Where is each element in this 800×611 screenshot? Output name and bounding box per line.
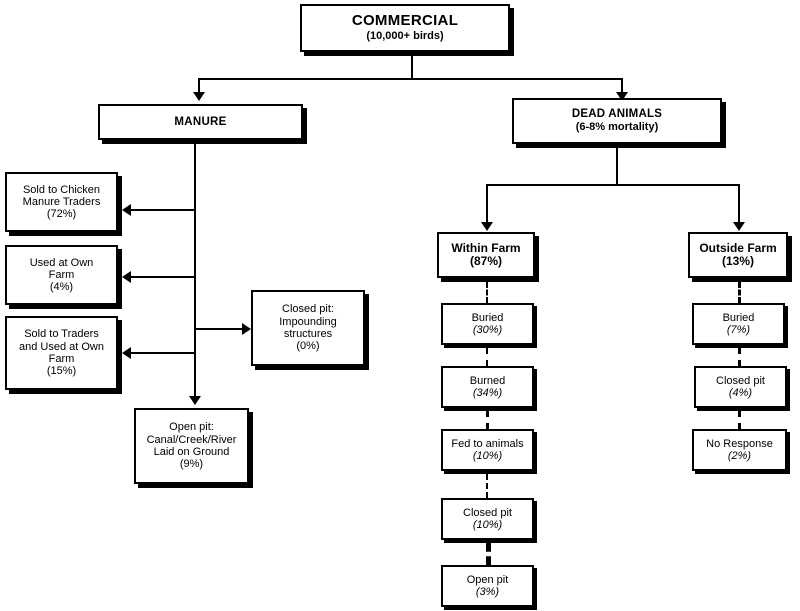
node-line-1: Open pit: <box>169 421 214 434</box>
connector-to-dead-animals <box>621 78 623 94</box>
node-line-3: structures <box>283 328 333 340</box>
node-value: (4%) <box>728 387 753 399</box>
arrow-to-sold-traders-own-farm-icon <box>122 347 131 359</box>
node-label: Closed pit <box>463 506 512 519</box>
node-line-2: Canal/Creek/River <box>146 433 237 446</box>
node-line-2: Manure Traders <box>22 195 101 208</box>
node-sold-to-traders-and-used-at-own-farm: Sold to Traders and Used at Own Farm (15… <box>5 316 118 390</box>
node-outside-farm-label: Outside Farm <box>699 240 777 255</box>
connector-outside-farm-to-buried <box>738 282 741 303</box>
connector-root-stem <box>411 52 413 79</box>
node-commercial-subtitle: (10,000+ birds) <box>366 30 444 43</box>
node-dead-animals-title: DEAD ANIMALS <box>571 108 663 121</box>
connector-to-within-farm <box>486 184 488 224</box>
node-label: Buried <box>471 311 504 324</box>
node-value: (7%) <box>726 324 751 336</box>
connector-fed-to-animals-to-closed-pit <box>486 474 488 498</box>
node-line-2: and Used at Own <box>19 340 104 353</box>
arrow-to-manure-icon <box>193 92 205 101</box>
node-label: No Response <box>706 437 773 450</box>
connector-manure-to-traders <box>131 209 195 211</box>
connector-manure-spine <box>194 141 196 399</box>
connector-dead-animals-stem <box>616 145 618 185</box>
node-value: (4%) <box>49 281 74 294</box>
node-outside-farm-no-response: No Response (2%) <box>692 429 787 471</box>
node-commercial: COMMERCIAL (10,000+ birds) <box>300 4 510 52</box>
arrow-to-used-at-own-farm-icon <box>122 271 131 283</box>
node-within-farm-burned: Burned (34%) <box>441 366 534 408</box>
connector-within-farm-to-buried <box>486 282 488 303</box>
node-within-farm-closed-pit: Closed pit (10%) <box>441 498 534 540</box>
connector-to-manure <box>198 78 200 94</box>
connector-dead-animals-split-bar <box>486 184 740 186</box>
node-outside-farm: Outside Farm (13%) <box>688 232 788 278</box>
connector-root-split-bar <box>198 78 623 80</box>
node-manure-title: MANURE <box>174 115 227 128</box>
connector-to-outside-farm <box>738 184 740 224</box>
node-value: (72%) <box>46 208 77 221</box>
connector-closed-pit-to-open-pit <box>486 543 491 565</box>
node-within-farm-buried: Buried (30%) <box>441 303 534 345</box>
node-label: Closed pit <box>716 374 765 387</box>
node-label: Open pit <box>466 573 509 586</box>
node-value: (3%) <box>475 586 500 598</box>
node-value: (0%) <box>296 340 320 353</box>
node-value: (2%) <box>727 450 752 462</box>
node-value: (30%) <box>472 324 503 336</box>
node-outside-farm-closed-pit: Closed pit (4%) <box>694 366 787 408</box>
connector-burned-to-fed-to-animals <box>486 411 489 429</box>
arrow-to-dead-animals-icon <box>616 92 628 101</box>
node-commercial-title: COMMERCIAL <box>351 12 459 30</box>
node-outside-farm-value: (13%) <box>721 254 754 268</box>
node-label: Fed to animals <box>451 437 524 450</box>
node-sold-to-chicken-manure-traders: Sold to Chicken Manure Traders (72%) <box>5 172 118 232</box>
node-dead-animals: DEAD ANIMALS (6-8% mortality) <box>512 98 722 144</box>
node-value: (10%) <box>472 519 503 531</box>
node-closed-pit-impounding-structures: Closed pit: Impounding structures (0%) <box>251 290 365 366</box>
node-line-3: Laid on Ground <box>153 446 230 458</box>
connector-manure-to-closed-pit <box>196 328 244 330</box>
arrow-to-outside-farm-icon <box>733 222 745 231</box>
node-value: (9%) <box>179 458 204 471</box>
node-used-at-own-farm: Used at Own Farm (4%) <box>5 245 118 305</box>
node-line-3: Farm <box>48 353 75 365</box>
node-line-2: Impounding <box>279 315 337 328</box>
node-value: (10%) <box>472 450 503 462</box>
arrow-to-closed-pit-impounding-icon <box>242 323 251 335</box>
connector-manure-to-traders-and-own-farm <box>131 352 195 354</box>
node-value: (34%) <box>472 387 503 399</box>
node-open-pit-canal-creek-river: Open pit: Canal/Creek/River Laid on Grou… <box>134 408 249 484</box>
connector-outside-closed-pit-to-no-response <box>738 411 741 429</box>
connector-manure-to-own-farm <box>131 276 195 278</box>
arrow-to-sold-chicken-traders-icon <box>122 204 131 216</box>
node-within-farm-open-pit: Open pit (3%) <box>441 565 534 607</box>
node-line-1: Sold to Traders <box>24 328 99 341</box>
node-outside-farm-buried: Buried (7%) <box>692 303 785 345</box>
arrow-to-within-farm-icon <box>481 222 493 231</box>
node-within-farm-value: (87%) <box>469 254 502 268</box>
node-line-1: Used at Own <box>29 256 94 269</box>
node-manure: MANURE <box>98 104 303 140</box>
node-dead-animals-subtitle: (6-8% mortality) <box>575 121 659 134</box>
node-within-farm-label: Within Farm <box>451 240 521 255</box>
connector-outside-buried-to-closed-pit <box>738 348 741 366</box>
node-line-1: Closed pit: <box>282 303 334 316</box>
arrow-manure-to-openpit-icon <box>189 396 201 405</box>
node-line-1: Sold to Chicken <box>22 183 101 196</box>
node-label: Buried <box>722 311 755 324</box>
connector-buried-to-burned <box>486 348 488 366</box>
node-value: (15%) <box>46 365 77 378</box>
node-within-farm-fed-to-animals: Fed to animals (10%) <box>441 429 534 471</box>
node-label: Burned <box>469 374 506 387</box>
node-line-2: Farm <box>48 268 75 281</box>
node-within-farm: Within Farm (87%) <box>437 232 535 278</box>
